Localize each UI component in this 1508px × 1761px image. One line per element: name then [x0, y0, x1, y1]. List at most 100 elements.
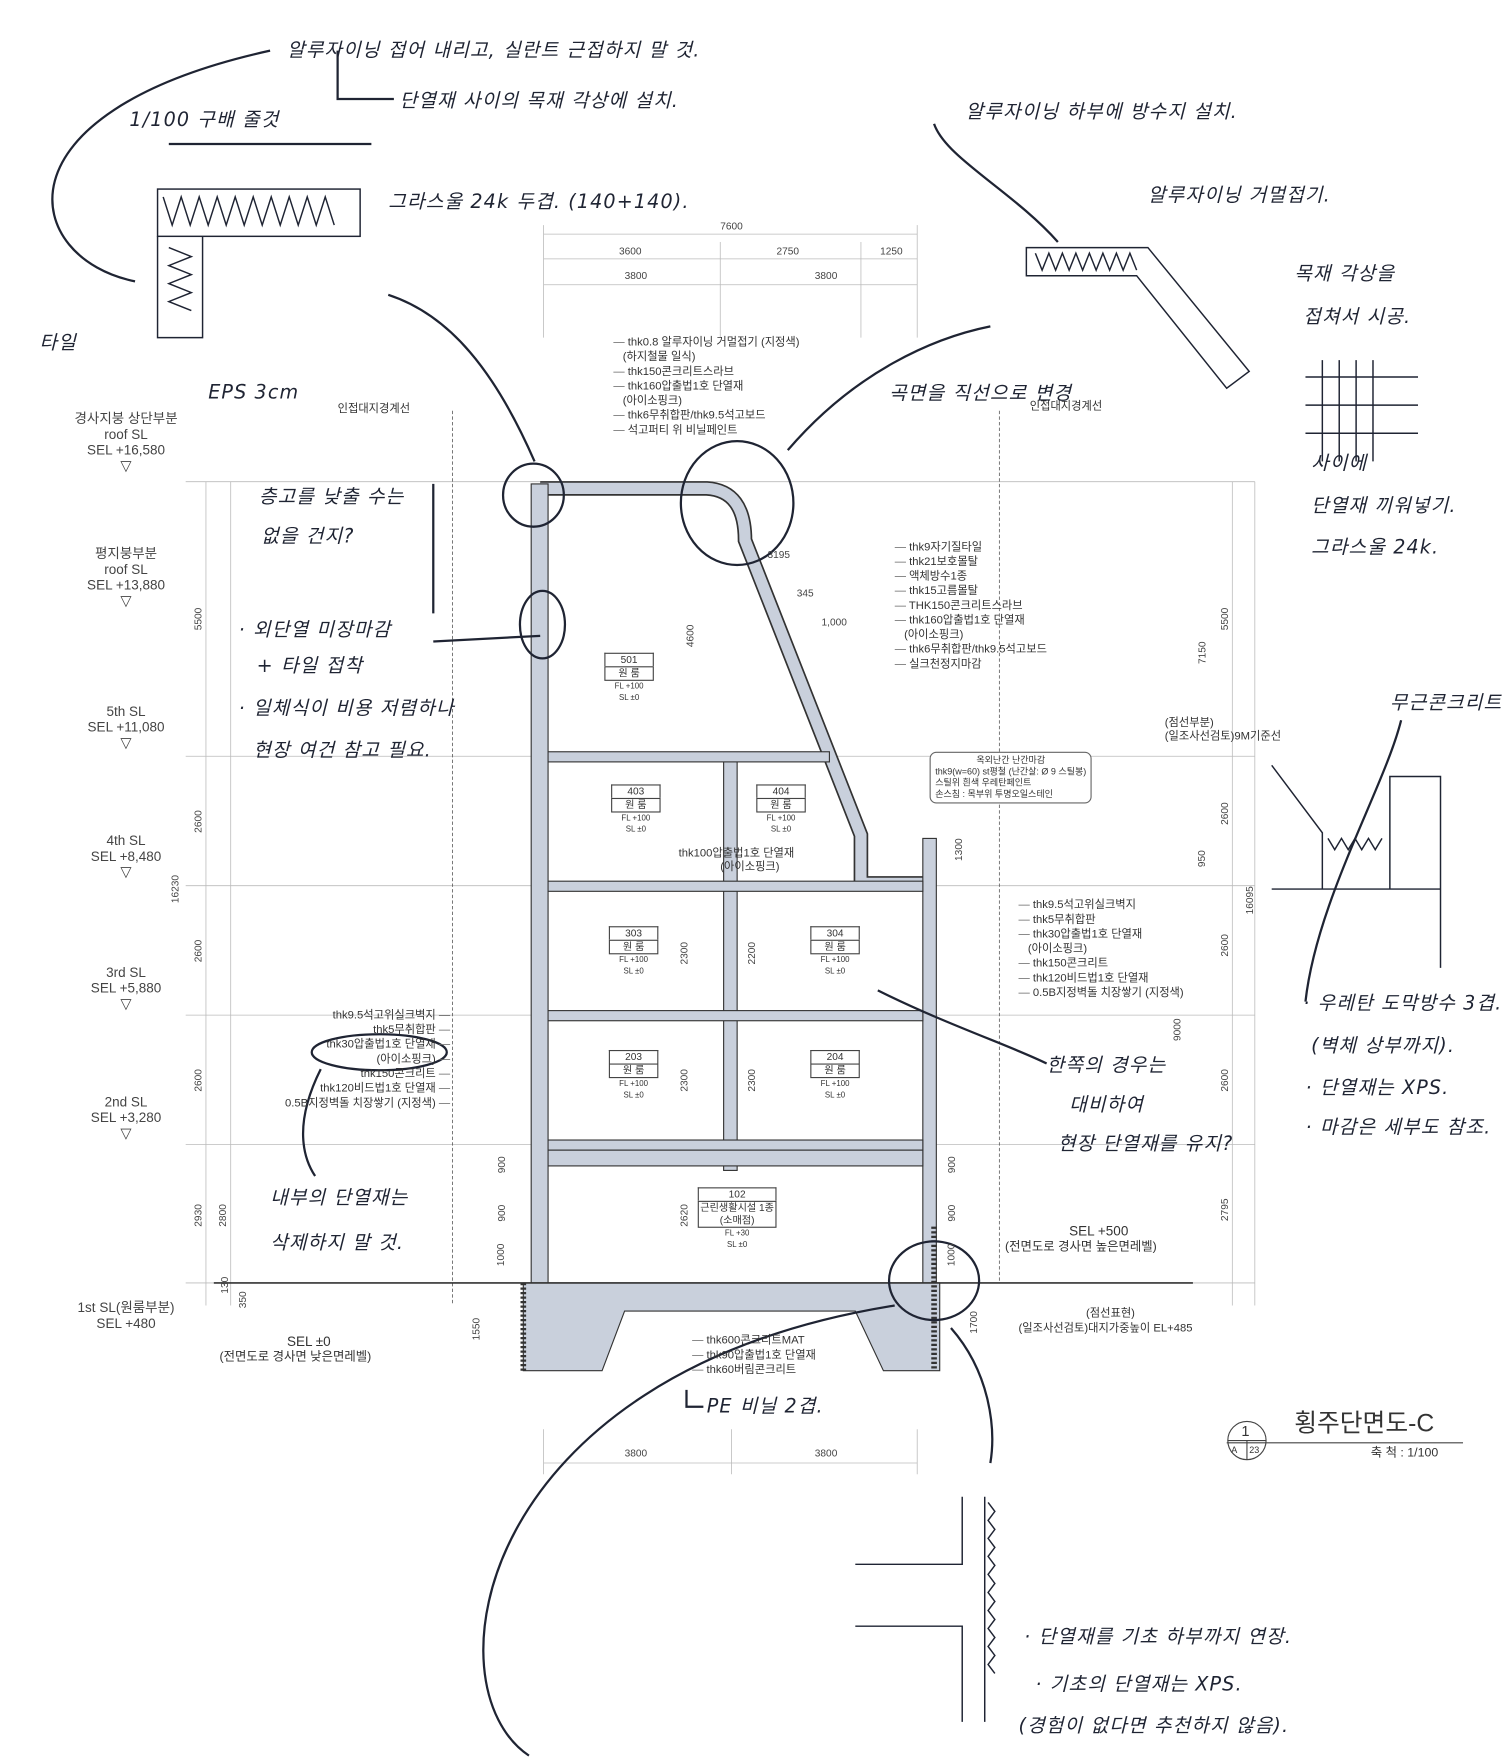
room-name: 원 룸 [810, 1063, 860, 1079]
dim-overall: 7600 [720, 220, 743, 232]
handwritten-note: 사이에 [1311, 452, 1368, 475]
room-fl: FL +100 [619, 1080, 649, 1089]
boundary-label: 인접대지경계선 [337, 402, 411, 416]
handwritten-note: · 외단열 미장마감 [238, 618, 392, 642]
level-sel: SEL +3,280 [90, 1109, 162, 1126]
dim-right: 900 [945, 1156, 958, 1174]
level-name: 경사지붕 상단부분 [74, 410, 178, 427]
roof-spec-callout: thk0.8 알루자이닝 거멀접기 (지정색)(하지철물 일식)thk150콘크… [613, 335, 800, 437]
dim-right: 1700 [967, 1311, 980, 1334]
spec-line: (아이소핑크) [622, 395, 683, 408]
handwritten-note: 현장 단열재를 유지? [1057, 1133, 1234, 1156]
dim-right: 5500 [1218, 607, 1231, 631]
spec-line: thk90압출법1호 단열재 [692, 1348, 816, 1363]
room-number: 501 [604, 652, 654, 667]
level-triangle-icon: ▽ [120, 994, 132, 1012]
room-number: 303 [608, 926, 659, 940]
dim-roof: 3195 [767, 549, 791, 561]
dim-inner: 2300 [678, 1069, 690, 1092]
dim-inner: 2300 [746, 1069, 758, 1092]
handwritten-note: (경험이 없다면 추천하지 않음). [1018, 1715, 1290, 1738]
spec-line: thk6무취합판/thk9.5석고보드 [613, 409, 799, 424]
dim-left: 350 [236, 1291, 249, 1309]
spec-line: (하지철물 일식) [622, 351, 696, 364]
level-name: 평지붕부분 [94, 545, 158, 562]
sheet-number: 23 [1249, 1445, 1260, 1456]
structure [213, 481, 1193, 1372]
spec-line: thk0.8 알루자이닝 거멀접기 (지정색) [613, 335, 800, 350]
level-sel: SEL +16,580 [87, 442, 166, 459]
room-name: 원 룸 [604, 666, 654, 681]
dim-right: 16095 [1244, 886, 1256, 915]
spec-line: (아이소핑크) [904, 629, 964, 642]
room-sl: SL ±0 [623, 1091, 644, 1100]
spec-line: thk120비드법1호 단열재 [253, 1082, 450, 1097]
room-number: 304 [810, 926, 860, 940]
dim-inner: 1550 [470, 1317, 482, 1341]
handwritten-note: 내부의 단열재는 [270, 1187, 409, 1210]
dim-inner: 900 [495, 1204, 508, 1222]
dim-top: 2750 [776, 245, 800, 257]
dim-inner: 2300 [678, 941, 690, 965]
handwritten-note: 알루자이닝 하부에 방수지 설치. [965, 101, 1238, 124]
handwritten-note: 삭제하지 말 것. [270, 1232, 405, 1255]
dim-right: 2795 [1218, 1198, 1231, 1222]
handwritten-note: EPS 3cm [208, 381, 300, 405]
dim-bottom: 3800 [624, 1447, 648, 1459]
level-name: 3rd SL [106, 964, 146, 981]
handwritten-note: (벽체 상부까지). [1311, 1035, 1456, 1058]
wall-spec-callout-right: thk9.5석고위실크벽지thk5무취합판thk30압출법1호 단열재(아이소핑… [1018, 898, 1184, 1001]
handwritten-note: · 기초의 단열재는 XPS. [1035, 1673, 1243, 1696]
room-number: 404 [756, 784, 806, 798]
room-sl: SL ±0 [625, 826, 646, 834]
sunlight-note: (일조사선검토)대지가중높이 EL+485 [1018, 1322, 1193, 1335]
room-fl: FL +100 [820, 1080, 850, 1089]
dim-right: 900 [945, 1204, 958, 1222]
spec-line: (아이소핑크) [253, 1052, 450, 1067]
dim-inner: 1000 [495, 1243, 507, 1267]
level-sel: SEL +11,080 [87, 719, 165, 735]
detail-number: 1 [1241, 1422, 1250, 1440]
handwritten-note: 대비하여 [1069, 1093, 1145, 1117]
room-name: 원 룸 [810, 939, 860, 955]
dim-inner: 2200 [746, 941, 758, 965]
level-triangle-icon: ▽ [120, 1124, 132, 1142]
room-sl: SL ±0 [770, 826, 792, 834]
room-fl: FL +100 [614, 683, 644, 691]
dim-right: 1000 [945, 1243, 957, 1267]
room-sl: SL ±0 [727, 1241, 748, 1250]
dim-left: 2600 [192, 1069, 204, 1092]
room-name: 원 룸 [608, 939, 659, 955]
dim-left: 2930 [192, 1204, 204, 1227]
detail-sketches [156, 188, 1464, 1722]
dim-right: 9000 [1171, 1018, 1183, 1042]
spec-line: thk150콘크리트스라브 [613, 365, 799, 380]
spec-line: thk15고름몰탈 [895, 584, 1047, 599]
level-name: 4th SL [106, 832, 146, 849]
sel-low-desc: (전면도로 경사면 낮은면레벨) [219, 1350, 372, 1364]
level-triangle-icon: ▽ [120, 591, 132, 609]
room-sl: SL ±0 [824, 1091, 846, 1100]
handwritten-note: 1/100 구배 줄것 [129, 109, 280, 132]
terrace-spec-callout: thk9자기질타일thk21보호몰탈액체방수1종thk15고름몰탈THK150콘… [895, 540, 1047, 672]
handwritten-note: 목재 각상을 [1294, 263, 1396, 286]
foundation-spec-callout: thk600콘크리트MATthk90압출법1호 단열재thk60버림콘크리트 [692, 1334, 816, 1378]
dim-left: 130 [218, 1276, 231, 1294]
handwritten-note: + 타일 접착 [256, 654, 364, 678]
handwritten-note: 한쪽의 경우는 [1046, 1054, 1167, 1078]
level-name: 1st SL(원룸부분) [77, 1299, 175, 1316]
handwritten-note: · 단열재를 기초 하부까지 연장. [1024, 1626, 1293, 1649]
sunlight-note: (일조사선검토)9M기준선 [1164, 730, 1282, 743]
spec-line: 0.5B지정벽돌 치장쌓기 (지정색) [1018, 986, 1184, 1001]
handwritten-note: PE 비닐 2겹. [706, 1395, 824, 1419]
room-fl: FL +30 [724, 1230, 750, 1238]
spec-line: 실크천정지마감 [895, 657, 1047, 672]
dim-left: 2800 [217, 1204, 229, 1227]
